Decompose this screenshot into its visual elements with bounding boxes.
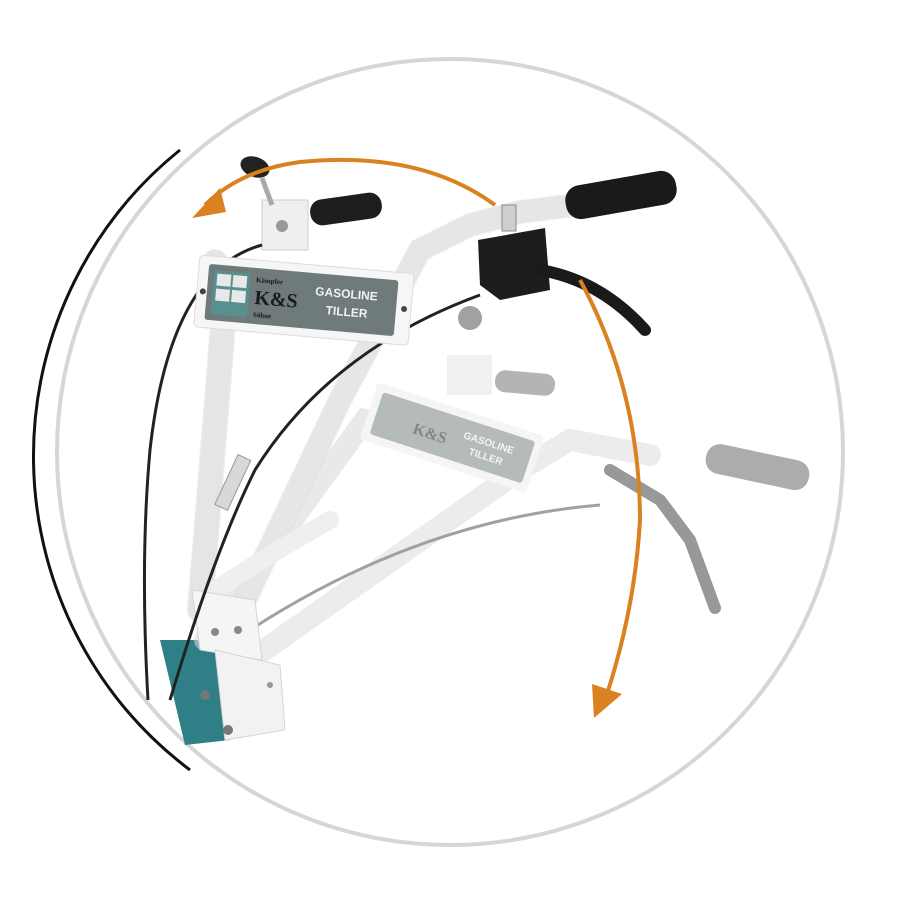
panel-icon-1 <box>216 273 232 287</box>
arrow-top-head <box>192 188 226 218</box>
bolt-4 <box>223 725 233 735</box>
panel-icon-4 <box>231 289 247 304</box>
panel-product-line-2: TILLER <box>325 303 368 321</box>
frame-right-tube <box>234 194 586 611</box>
panel-icon-2 <box>232 274 248 289</box>
clamp-bolt <box>276 220 288 232</box>
ghost-clamp <box>447 355 492 395</box>
ghost-brake-lever <box>604 464 721 614</box>
panel-face <box>204 264 399 336</box>
frame-cross-brace <box>206 511 339 599</box>
mount-plate-lower <box>214 649 286 741</box>
mount-plate-upper <box>191 589 263 661</box>
ghost-panel-face <box>370 392 535 483</box>
lever-housing <box>478 228 550 300</box>
grip-left <box>310 192 382 226</box>
frame-circle-dark-edge <box>32 148 191 772</box>
control-panel: K&S Kämpfer Söhne GASOLINE TILLER <box>193 254 415 346</box>
arrow-top-arc <box>203 157 497 207</box>
grip-collar <box>501 204 517 232</box>
arrow-right-head <box>592 684 622 718</box>
clutch-lever <box>534 264 651 336</box>
panel-product-line-1: GASOLINE <box>315 284 379 303</box>
frame-right-tube-shade <box>233 193 587 612</box>
handlebar-adjust-arrow <box>192 157 643 718</box>
panel-brand: K&S <box>254 287 299 313</box>
bolt-1 <box>211 628 219 636</box>
ghost-knob <box>458 306 482 330</box>
grip-right <box>565 170 677 220</box>
knob-stem <box>259 177 275 206</box>
ghost-grip-right <box>705 444 810 491</box>
ghost-cable <box>249 503 601 632</box>
bolt-5 <box>267 682 273 688</box>
ghost-frame-right <box>239 428 661 671</box>
panel-icon-3 <box>215 288 231 302</box>
tiller-body <box>160 640 230 745</box>
arrow-right-arc <box>578 279 643 701</box>
bolt-2 <box>234 626 242 634</box>
bolt-3 <box>200 690 210 700</box>
ghost-control-panel: K&S GASOLINE TILLER <box>360 383 544 493</box>
ghost-grip-left <box>494 370 556 396</box>
cable-adjuster <box>214 453 252 511</box>
panel-maker-line-2: Söhne <box>253 311 272 321</box>
panel-screw-left <box>199 288 206 295</box>
handlebar-raised: K&S Kämpfer Söhne GASOLINE TILLER <box>142 156 677 741</box>
panel-screw-right <box>401 305 408 312</box>
panel-maker-line-1: Kämpfer <box>256 276 284 286</box>
